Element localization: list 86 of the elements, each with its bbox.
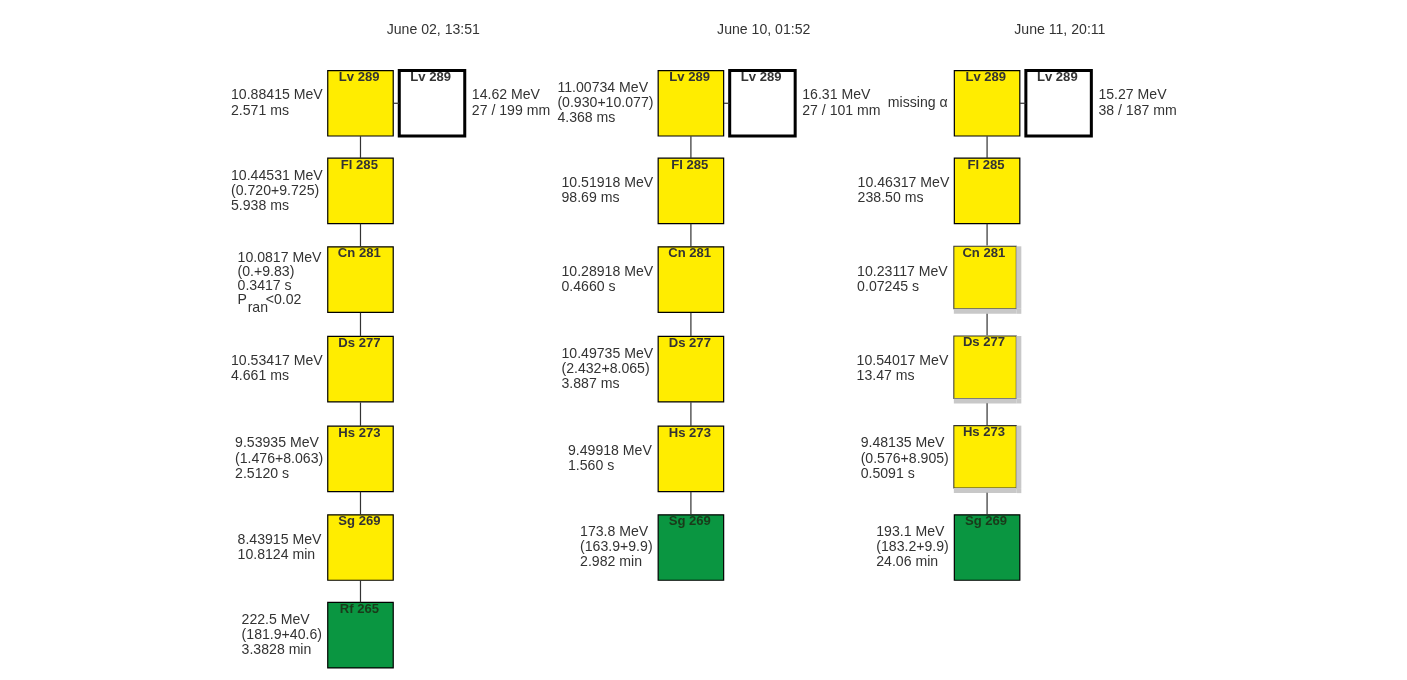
node-label: (0.930+10.077) [557,93,654,110]
node-box: Sg 269 [327,514,394,581]
node-box: Lv 289 [397,69,467,138]
connector [986,492,988,516]
node-label: 10.28918 MeV [561,262,654,279]
node-label: 10.46317 MeV [857,174,950,191]
node-label: 10.23117 MeV [857,262,948,279]
node-box: Lv 289 [728,69,797,138]
node-label: (0.+9.83) [237,262,295,279]
connector [359,312,362,337]
node-label: 14.62 MeV [471,86,540,103]
node-label: 10.53417 MeV [231,352,323,369]
node-label: 0.07245 s [857,277,920,294]
connector [690,401,692,427]
node-box: Lv 289 [953,69,1021,137]
node-label: 98.69 ms [561,189,620,206]
node-label: 10.8124 min [237,545,316,562]
node-label: 1.560 s [568,457,615,474]
connector [359,401,362,427]
label: June 02, 13:51 [386,20,480,37]
node-label: 0.4660 s [561,277,616,294]
node-label: (2.432+8.065) [561,359,650,376]
node-label: 9.53935 MeV [235,434,319,451]
label: June 11, 20:11 [1014,20,1106,37]
node-box: Hs 273 [327,425,394,493]
node-box: Sg 269 [953,514,1021,581]
node-box: Cn 281 [657,246,725,313]
node-label: 222.5 MeV [241,610,310,627]
node-label: 38 / 187 mm [1098,101,1177,118]
node-box: Fl 285 [657,157,725,225]
node-box: Lv 289 [327,69,394,137]
node-label: 10.88415 MeV [231,86,323,103]
connector [359,135,362,159]
node-label: 16.31 MeV [802,86,871,103]
connector [690,312,692,337]
node-label: 24.06 min [876,553,939,570]
connector [359,579,362,603]
node-label: 4.368 ms [557,109,616,126]
node-label: 2.571 ms [231,101,290,118]
connector [690,223,692,248]
node-box: Cn 281 [327,246,394,313]
node-box: Rf 265 [327,601,394,669]
node-label: 13.47 ms [856,367,915,384]
node-label: 3.3828 min [241,641,312,657]
connector [986,135,988,159]
node-label: 27 / 101 mm [802,101,881,118]
node-label: 238.50 ms [857,189,924,206]
node-box: Hs 273 [657,425,725,493]
node-box: Lv 289 [657,69,725,137]
node-label: 10.49735 MeV [561,344,654,361]
connector [986,313,988,336]
node-label: 10.0817 MeV [237,248,322,265]
connector [359,491,362,516]
node-label: 27 / 199 mm [471,101,551,118]
node-label: 3.887 ms [561,375,620,392]
node-label: (181.9+40.6) [241,625,322,642]
node-box: Fl 285 [953,157,1021,225]
node-box: Ds 277 [327,335,394,403]
node-label: 2.982 min [580,553,642,570]
node-label: 8.43915 MeV [237,530,322,547]
node-label: (0.720+9.725) [231,181,320,198]
node-label: (1.476+8.063) [235,449,324,466]
node-label: 10.51918 MeV [561,174,654,191]
node-label: (0.576+8.905) [860,449,949,466]
node-label: (183.2+9.9) [876,538,949,555]
node-box: Sg 269 [657,514,725,581]
connector [690,491,692,516]
connector [986,402,988,426]
node-label: 173.8 MeV [580,523,649,540]
connector [690,135,692,159]
node-box: Ds 277 [657,335,725,403]
node-label: 10.44531 MeV [231,166,323,183]
node-label: 9.48135 MeV [860,434,945,451]
label: June 10, 01:52 [717,20,811,37]
connector [359,223,362,248]
node-label: 4.661 ms [231,367,290,384]
node-label: 11.00734 MeV [557,78,649,95]
node-label: 15.27 MeV [1098,86,1167,103]
node-label: missing α [887,93,948,110]
node-label: (163.9+9.9) [580,538,653,555]
node-label: 193.1 MeV [876,523,945,540]
node-label: 10.54017 MeV [856,352,949,369]
node-box: Lv 289 [1024,69,1093,138]
node-box: Fl 285 [327,157,394,225]
connector [986,223,988,247]
node-label: 9.49918 MeV [568,442,652,459]
